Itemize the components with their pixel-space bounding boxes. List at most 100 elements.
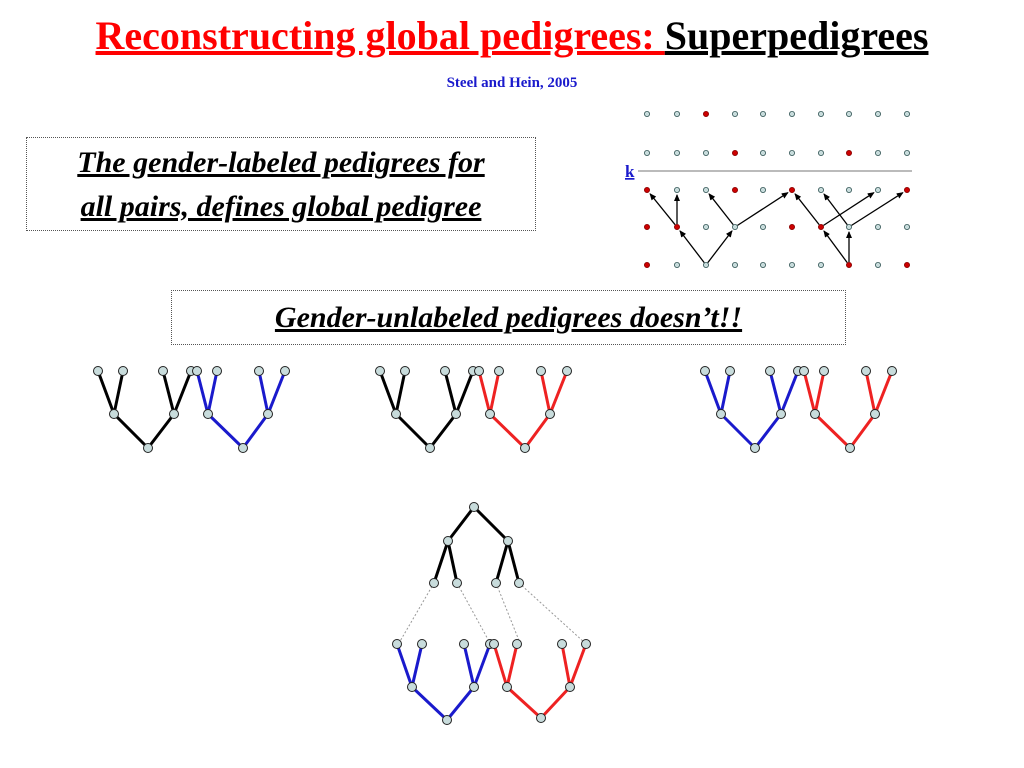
pedigree-node: [375, 366, 385, 376]
pedigree-edge: [96, 369, 116, 416]
grid-node: [818, 149, 825, 156]
pedigree-node: [716, 409, 726, 419]
pedigree-node: [765, 366, 775, 376]
pedigree-node: [485, 409, 495, 419]
pedigree-edge: [112, 369, 125, 416]
pedigree-edge: [206, 369, 219, 416]
grid-node: [732, 223, 739, 230]
dotted-link: [456, 582, 491, 644]
pedigree-edge: [753, 412, 783, 450]
gender-labeled-statement-box: The gender-labeled pedigrees for all pai…: [26, 137, 536, 231]
pedigree-node: [442, 715, 452, 725]
grid-node: [674, 111, 681, 118]
pedigree-edge: [432, 539, 450, 585]
grid-arrow: [823, 193, 848, 226]
grid-arrow: [707, 230, 733, 264]
pedigree-node: [557, 639, 567, 649]
pedigree-edge: [410, 642, 424, 689]
pedigree-node: [536, 713, 546, 723]
box1-line1: The gender-labeled pedigrees for: [77, 146, 485, 179]
pedigree-node: [861, 366, 871, 376]
grid-node: [674, 261, 681, 268]
grid-node: [732, 111, 739, 118]
pedigree-node: [545, 409, 555, 419]
grid-node: [703, 223, 710, 230]
dotted-link: [398, 582, 435, 644]
pedigree-edge: [161, 369, 176, 416]
pedigree-edge: [505, 685, 543, 720]
grid-node: [904, 223, 911, 230]
grid-node: [875, 223, 882, 230]
grid-node: [644, 111, 651, 118]
grid-node: [904, 149, 911, 156]
citation: Steel and Hein, 2005: [446, 75, 578, 91]
grid-node: [818, 111, 825, 118]
pedigree-node: [474, 366, 484, 376]
grid-node: [789, 149, 796, 156]
title-black-part: Superpedigrees: [664, 13, 929, 58]
grid-node-red: [904, 186, 911, 193]
pedigree-node: [512, 639, 522, 649]
pedigree-edge: [195, 369, 210, 416]
grid-node: [875, 186, 882, 193]
pedigree-edge: [494, 539, 510, 585]
pedigree-edge: [505, 642, 519, 689]
pedigree-edge: [266, 369, 287, 416]
grid-k-label: k: [625, 162, 635, 181]
grid-node: [875, 149, 882, 156]
pedigree-edge: [410, 685, 449, 722]
pedigree-edge: [506, 539, 521, 585]
pedigree-node: [819, 366, 829, 376]
pedigree-node: [425, 443, 435, 453]
pedigree-node: [887, 366, 897, 376]
pedigree-edge: [719, 412, 757, 450]
grid-node-red: [703, 111, 710, 118]
grid-arrow: [708, 193, 734, 226]
grid-node-red: [732, 149, 739, 156]
grid-node: [732, 261, 739, 268]
pedigree-node: [845, 443, 855, 453]
pedigree-edge: [395, 642, 414, 689]
pedigree-edge: [864, 369, 877, 416]
pedigree-edge: [719, 369, 732, 416]
pedigree-node: [280, 366, 290, 376]
pedigree-node: [429, 578, 439, 588]
pedigree-node: [459, 639, 469, 649]
pedigree-edge: [394, 412, 432, 450]
grid-node: [789, 111, 796, 118]
grid-arrow: [649, 193, 676, 226]
grid-node: [674, 149, 681, 156]
pedigree-node: [799, 366, 809, 376]
grid-arrow: [823, 230, 848, 263]
grid-arrow: [823, 192, 875, 226]
pedigree-edge: [488, 369, 501, 416]
pedigree-edge: [873, 369, 894, 416]
grid-node-red: [644, 186, 651, 193]
pedigree-node: [158, 366, 168, 376]
pedigree-edge: [539, 685, 572, 720]
pedigree-node: [469, 682, 479, 692]
pedigree-node: [203, 409, 213, 419]
pedigree-edge: [462, 642, 476, 689]
grid-arrow: [737, 192, 789, 226]
slide-title: Reconstructing global pedigrees: Superpe…: [0, 12, 1024, 60]
pedigree-node: [870, 409, 880, 419]
pedigree-edge: [539, 369, 552, 416]
pedigree-node: [392, 639, 402, 649]
grid-arrow: [679, 230, 705, 264]
pedigree-node: [192, 366, 202, 376]
pedigree-node: [391, 409, 401, 419]
grid-node: [789, 261, 796, 268]
grid-arrow: [851, 192, 904, 226]
grid-node-red: [644, 261, 651, 268]
pedigree-node: [810, 409, 820, 419]
pedigree-edge: [257, 369, 270, 416]
pedigree-edge: [768, 369, 783, 416]
pedigree-edge: [146, 412, 176, 450]
title-red-part: Reconstructing global pedigrees:: [95, 13, 665, 58]
pedigree-edge: [779, 369, 800, 416]
grid-node-red: [904, 261, 911, 268]
pedigree-node: [581, 639, 591, 649]
pedigree-node: [491, 578, 501, 588]
grid-node-red: [674, 223, 681, 230]
